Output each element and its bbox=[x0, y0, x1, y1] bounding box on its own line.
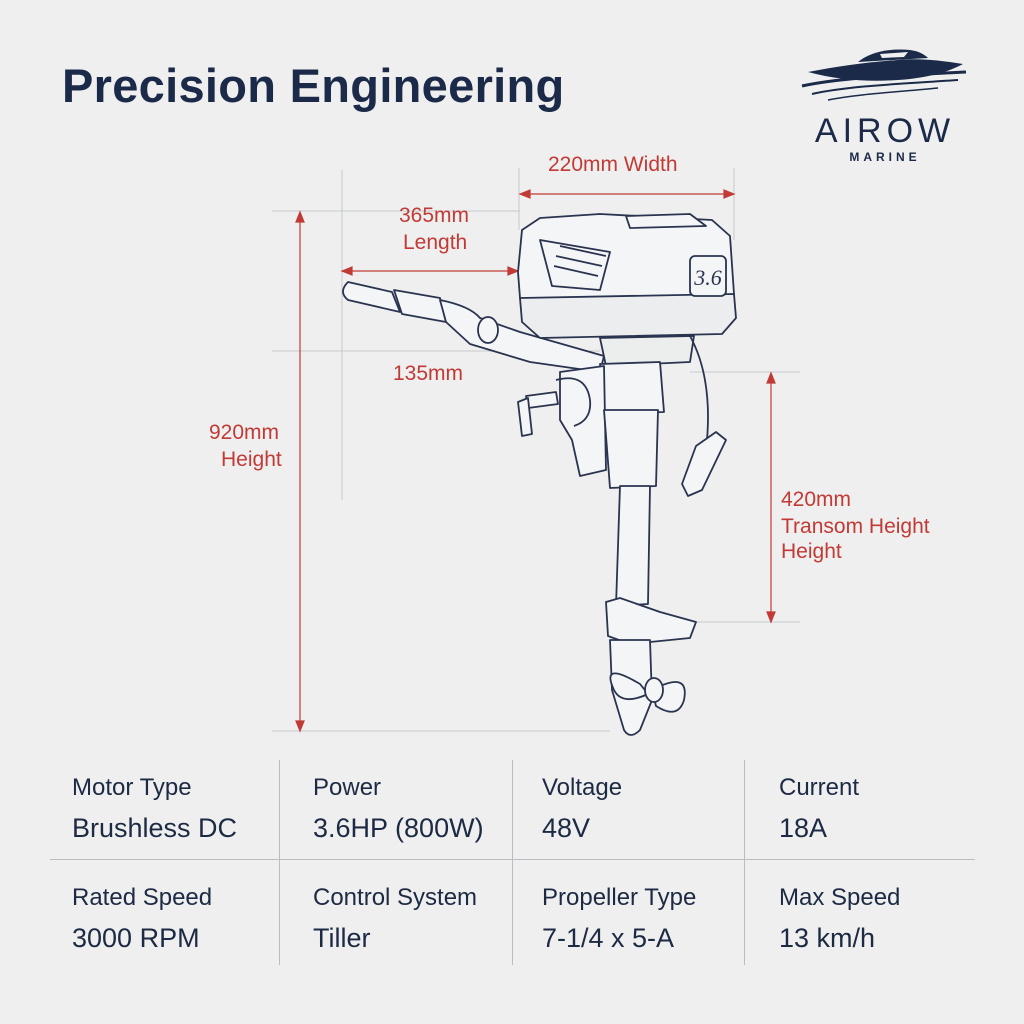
page-title: Precision Engineering bbox=[62, 59, 565, 112]
spec-row: Motor Type Brushless DC Power 3.6HP (800… bbox=[50, 760, 975, 860]
transom-dimension-value: 420mm bbox=[781, 488, 852, 511]
spec-divider bbox=[279, 760, 280, 965]
spec-value: 48V bbox=[542, 813, 591, 843]
transom-dimension-label: Transom Height bbox=[781, 515, 930, 538]
spec-value: 18A bbox=[779, 813, 828, 843]
motor-line-art bbox=[342, 213, 737, 736]
spec-row: Rated Speed 3000 RPM Control System Till… bbox=[50, 870, 975, 970]
spec-power: Power 3.6HP (800W) bbox=[313, 772, 484, 845]
spec-label: Propeller Type bbox=[542, 884, 697, 911]
spec-label: Power bbox=[313, 774, 382, 801]
spec-label: Current bbox=[779, 774, 860, 801]
spec-voltage: Voltage 48V bbox=[542, 772, 622, 845]
guide-lines bbox=[272, 168, 800, 732]
length-dimension-label: Length bbox=[403, 231, 468, 254]
spec-max-speed: Max Speed 13 km/h bbox=[779, 882, 900, 955]
spec-value: 3000 RPM bbox=[72, 923, 200, 953]
spec-current: Current 18A bbox=[779, 772, 859, 845]
transom-dimension-label-2: Height bbox=[781, 540, 842, 563]
brand-logo: AIROW MARINE bbox=[790, 38, 980, 168]
spec-divider bbox=[512, 760, 513, 965]
spec-divider bbox=[744, 760, 745, 965]
tiller-dimension-label: 135mm bbox=[393, 362, 464, 385]
motor-badge-text: 3.6 bbox=[693, 265, 722, 290]
spec-value: 3.6HP (800W) bbox=[313, 813, 484, 843]
height-dimension-value: 920mm bbox=[209, 421, 280, 444]
spec-label: Max Speed bbox=[779, 884, 901, 911]
spec-table: Motor Type Brushless DC Power 3.6HP (800… bbox=[50, 760, 975, 965]
spec-propeller-type: Propeller Type 7-1/4 x 5-A bbox=[542, 882, 696, 955]
boat-wave-icon bbox=[801, 49, 967, 101]
spec-rated-speed: Rated Speed 3000 RPM bbox=[72, 882, 212, 955]
length-dimension-value: 365mm bbox=[399, 204, 470, 227]
spec-label: Rated Speed bbox=[72, 884, 213, 911]
dimension-arrows bbox=[295, 189, 776, 733]
spec-label: Voltage bbox=[542, 774, 623, 801]
height-dimension-label: Height bbox=[221, 448, 282, 471]
spec-value: Brushless DC bbox=[72, 813, 238, 843]
spec-label: Motor Type bbox=[72, 774, 192, 801]
spec-value: 7-1/4 x 5-A bbox=[542, 923, 675, 953]
outboard-motor-drawing: 3.6 bbox=[272, 168, 800, 736]
spec-label: Control System bbox=[313, 884, 478, 911]
spec-row-divider bbox=[50, 859, 975, 860]
spec-motor-type: Motor Type Brushless DC bbox=[72, 772, 237, 845]
brand-name: AIROW bbox=[814, 112, 956, 150]
spec-value: 13 km/h bbox=[779, 923, 876, 953]
spec-control-system: Control System Tiller bbox=[313, 882, 477, 955]
width-dimension-label: 220mm Width bbox=[548, 153, 678, 176]
spec-value: Tiller bbox=[313, 923, 371, 953]
brand-subtitle: MARINE bbox=[849, 150, 921, 164]
